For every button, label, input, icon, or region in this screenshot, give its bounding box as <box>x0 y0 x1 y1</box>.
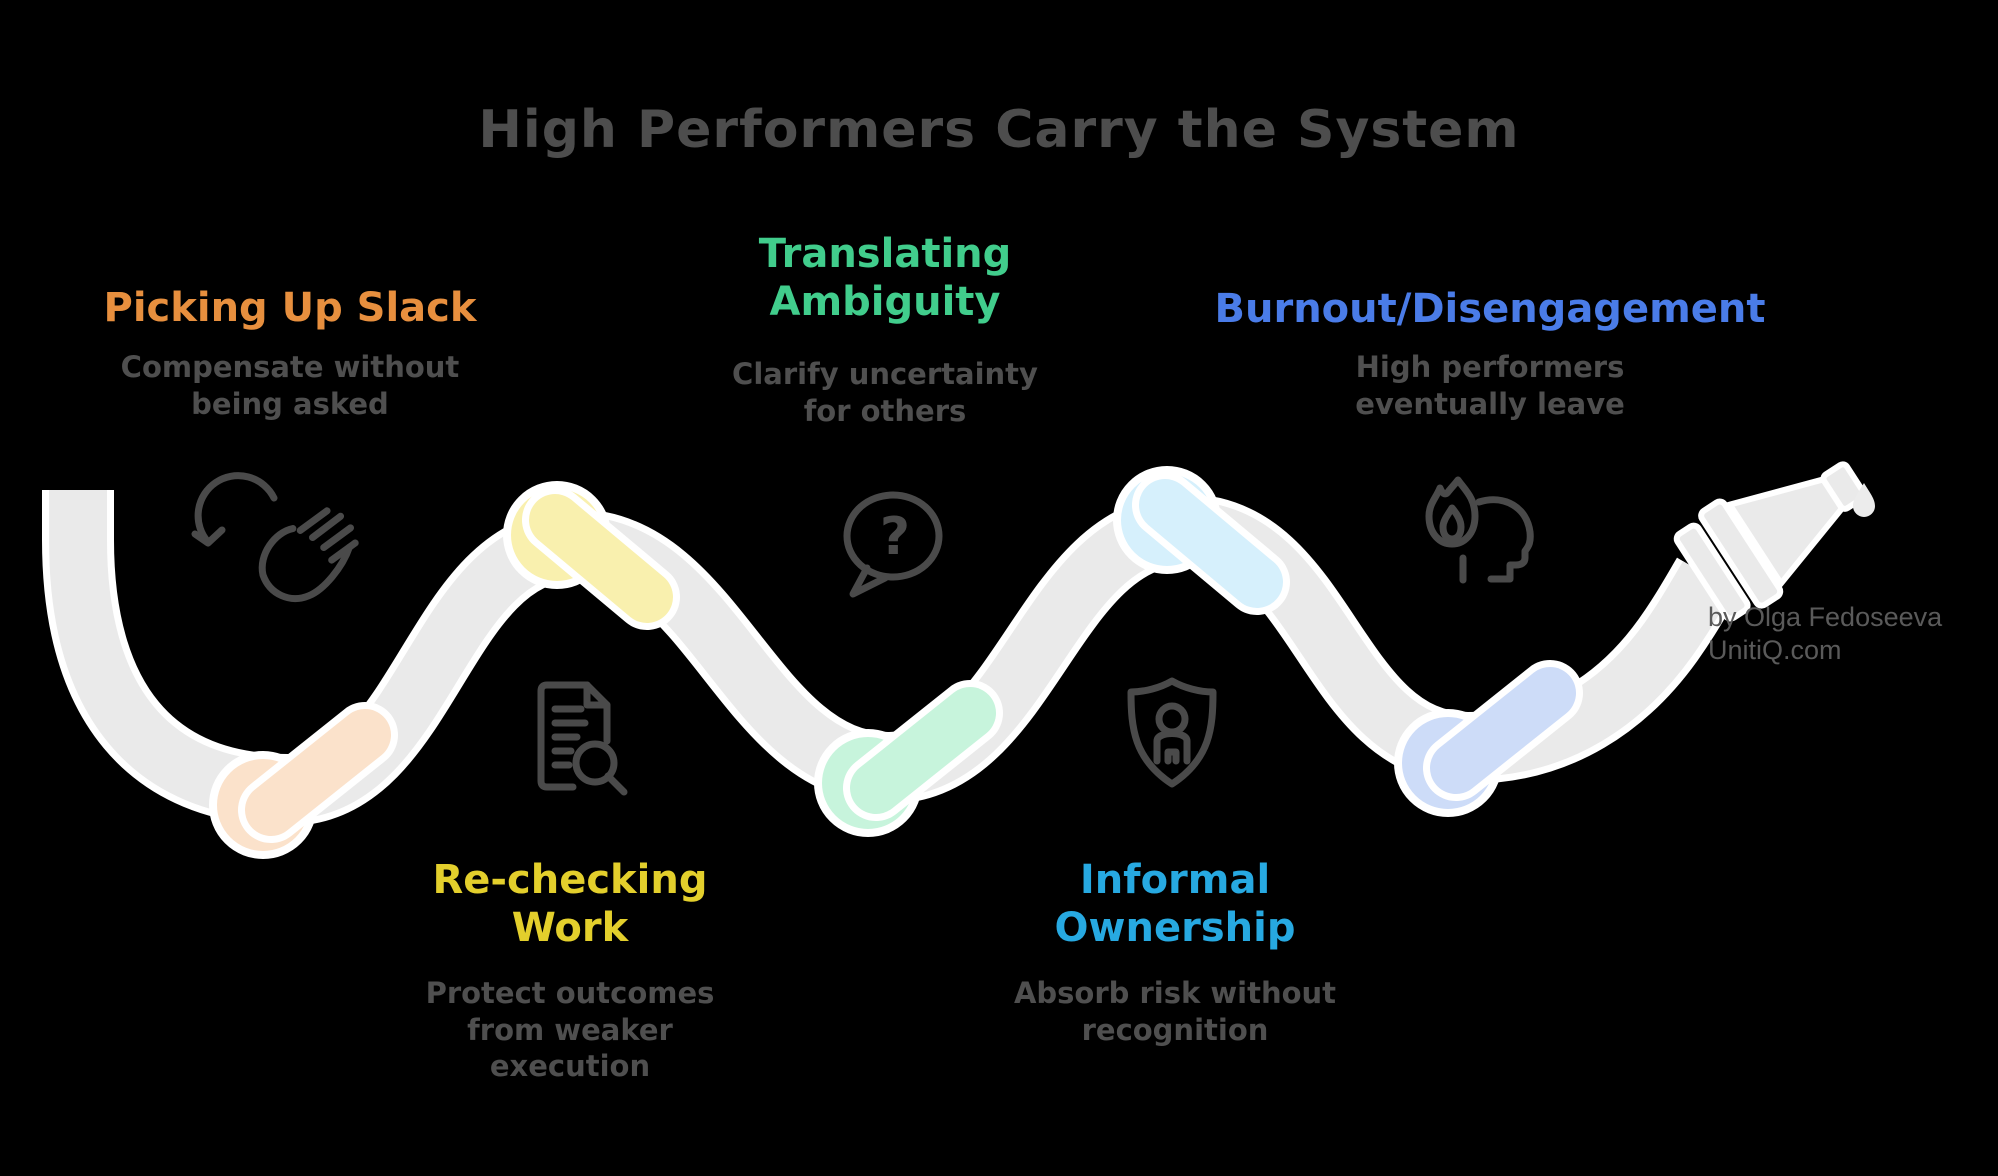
knot-translating-ambiguity <box>814 680 1003 837</box>
stage-desc-translating-ambiguity: Clarify uncertainty for others <box>732 357 1038 428</box>
attribution-site: UnitiQ.com <box>1708 634 1842 665</box>
stage-desc-picking-up-slack: Compensate without being asked <box>120 350 460 421</box>
stage-desc-informal-ownership: Absorb risk without recognition <box>1013 976 1337 1047</box>
attribution: by Olga Fedoseeva UnitiQ.com <box>1708 601 1942 667</box>
question-bubble-icon: ? <box>843 491 943 598</box>
stage-desc-burnout-disengagement: High performers eventually leave <box>1355 350 1625 421</box>
page-title: High Performers Carry the System <box>478 100 1520 160</box>
knot-burnout-disengagement <box>1394 660 1583 817</box>
stage-desc-re-checking-work: Protect outcomes from weaker execution <box>425 976 715 1084</box>
hose-nozzle <box>1673 461 1868 622</box>
knot-picking-up-slack <box>209 702 398 859</box>
burnout-head-icon <box>1425 476 1534 584</box>
shield-person-icon <box>1127 677 1217 788</box>
hand-swipe-icon <box>191 472 359 602</box>
stage-label-re-checking-work: Re-checking Work <box>432 857 708 951</box>
knot-informal-ownership <box>1113 466 1290 615</box>
document-search-icon <box>537 681 628 796</box>
water-drop-icon <box>1853 483 1875 517</box>
stage-label-informal-ownership: Informal Ownership <box>1054 857 1296 951</box>
svg-text:?: ? <box>880 507 910 567</box>
attribution-author: by Olga Fedoseeva <box>1708 602 1943 632</box>
stage-label-translating-ambiguity: Translating Ambiguity <box>758 231 1012 325</box>
stage-label-picking-up-slack: Picking Up Slack <box>103 285 477 331</box>
knot-re-checking-work <box>503 481 680 630</box>
stage-label-burnout-disengagement: Burnout/Disengagement <box>1214 286 1766 332</box>
